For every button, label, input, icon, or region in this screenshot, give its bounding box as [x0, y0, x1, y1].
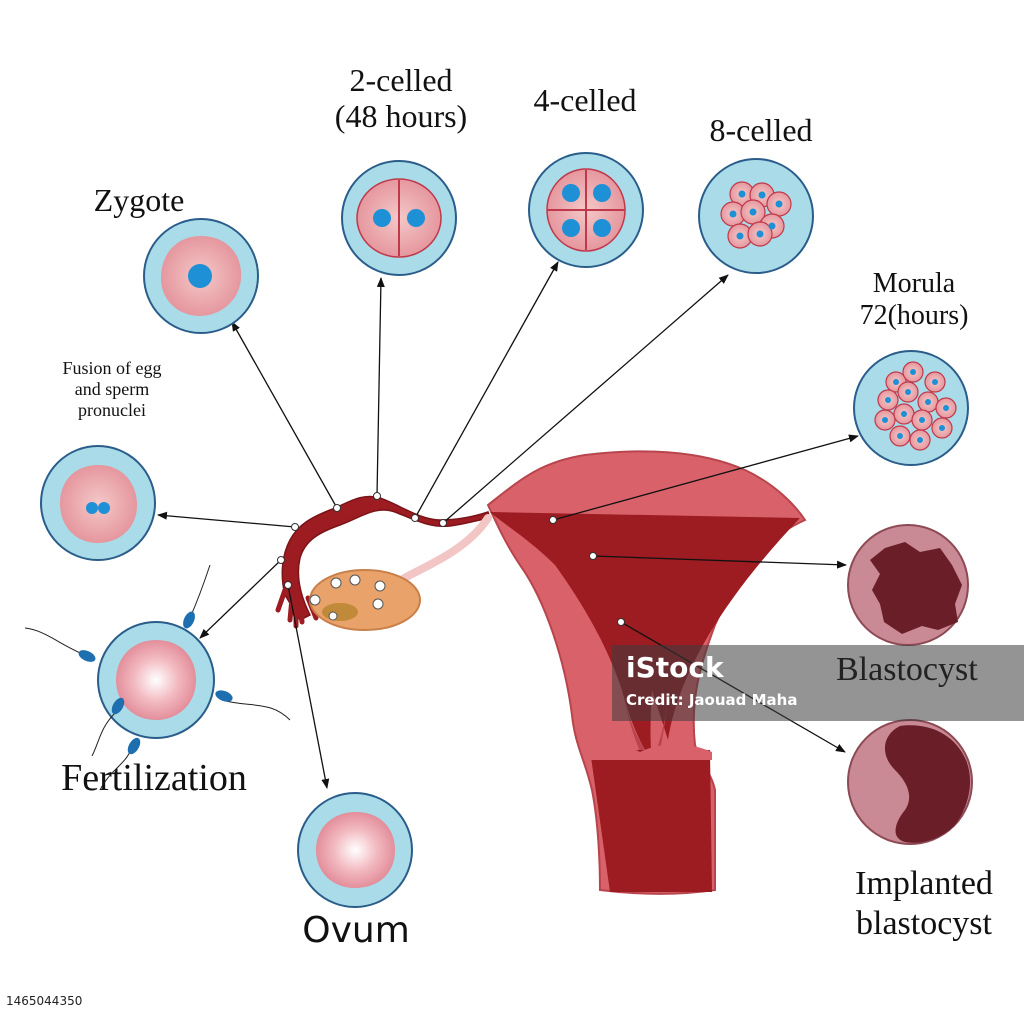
- watermark-credit: Credit: Jaouad Maha: [626, 691, 798, 709]
- implanted-blastocyst-label-line2: blastocyst: [856, 905, 992, 942]
- arrow-to-zygote: [231, 321, 338, 509]
- arrow-to-fusion: [157, 511, 296, 528]
- fertilization-label: Fertilization: [61, 757, 247, 799]
- implanted-blastocyst-cell: [847, 719, 973, 845]
- morula: [853, 350, 969, 466]
- fertilization-cell: [97, 621, 215, 739]
- morula-label-line2: 72(hours): [859, 300, 969, 331]
- two-celled-label-line2: (48 hours): [334, 98, 468, 134]
- sperm-cells: [24, 564, 291, 791]
- stock-image-id: 1465044350: [6, 994, 83, 1008]
- ovary: [309, 569, 421, 631]
- arrow-to-2-celled: [376, 277, 385, 497]
- arrow-to-blastocyst: [592, 555, 847, 569]
- blastocyst-cell: [847, 524, 969, 646]
- implanted-blastocyst-label: Implanted blastocyst: [842, 864, 1006, 944]
- blastocyst-label: Blastocyst: [836, 651, 978, 688]
- istock-watermark: iStock Credit: Jaouad Maha Blastocyst: [612, 645, 1024, 721]
- two-celled-label: 2-celled (48 hours): [318, 62, 484, 134]
- pathway-arrows: [157, 261, 859, 789]
- morula-label: Morula 72(hours): [856, 268, 972, 332]
- ovum-cell: [297, 792, 413, 908]
- morula-label-line1: Morula: [872, 268, 956, 299]
- arrow-to-ovum: [287, 584, 330, 789]
- tube-marker-dots: [277, 492, 625, 626]
- fusion-label-line1: Fusion of egg: [62, 358, 162, 378]
- implanted-blastocyst-label-line1: Implanted: [855, 865, 993, 902]
- arrow-to-4-celled: [414, 261, 559, 519]
- fusion-pronuclei-cell: [40, 445, 156, 561]
- fusion-label-line2: and sperm: [74, 379, 150, 399]
- zygote-label: Zygote: [93, 182, 185, 218]
- fusion-label: Fusion of egg and sperm pronuclei: [40, 358, 184, 421]
- two-celled-embryo: [341, 160, 457, 276]
- watermark-logo: iStock: [626, 651, 724, 684]
- two-celled-label-line1: 2-celled: [349, 62, 453, 98]
- zygote-cell: [143, 218, 259, 334]
- eight-celled-embryo: [698, 158, 814, 274]
- arrow-to-fertilization: [199, 559, 282, 639]
- fusion-label-line3: pronuclei: [78, 400, 146, 420]
- four-celled-embryo: [528, 152, 644, 268]
- arrow-to-morula: [552, 434, 859, 521]
- four-celled-label: 4-celled: [533, 82, 637, 118]
- eight-celled-label: 8-celled: [709, 112, 813, 148]
- ovum-label: Ovum: [302, 910, 410, 951]
- arrow-to-8-celled: [442, 274, 729, 524]
